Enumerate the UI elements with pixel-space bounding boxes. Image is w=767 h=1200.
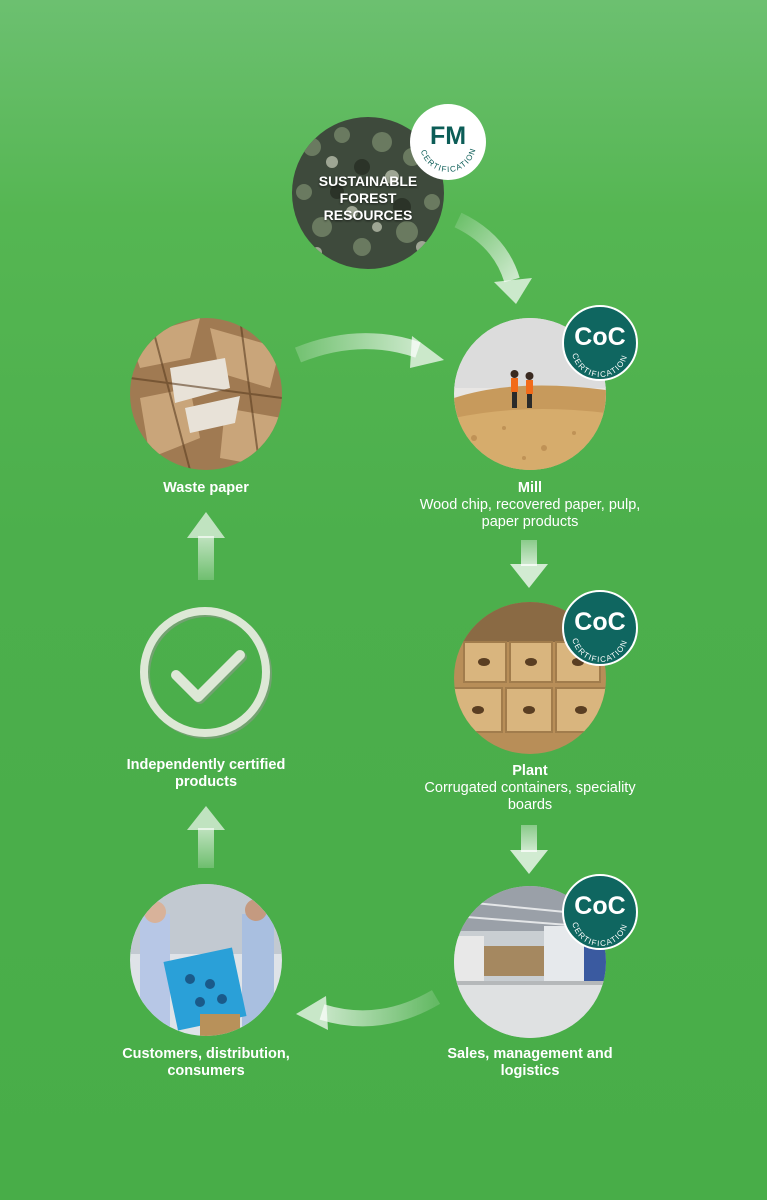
svg-text:CERTIFICATION: CERTIFICATION: [570, 352, 629, 379]
mill-label: Mill Wood chip, recovered paper, pulp, p…: [414, 480, 646, 531]
certified-title: Independently certified products: [126, 757, 286, 790]
mill-title: Mill: [517, 480, 543, 496]
customers-image: [130, 884, 282, 1036]
mill-badge-abbr: CoC: [574, 323, 626, 351]
sales-title: Sales, management and logistics: [447, 1046, 613, 1079]
svg-text:CERTIFICATION: CERTIFICATION: [570, 921, 629, 948]
plant-coc-badge: CoC CERTIFICATION: [562, 590, 638, 666]
customers-title: Customers, distribution, consumers: [122, 1046, 290, 1079]
fm-certification-badge: FM CERTIFICATION: [410, 104, 486, 180]
plant-title: Plant: [512, 763, 548, 779]
mill-subtitle: Wood chip, recovered paper, pulp, paper …: [419, 497, 641, 530]
plant-badge-text: CERTIFICATION: [570, 637, 628, 664]
mill-badge-text: CERTIFICATION: [570, 352, 628, 379]
forest-label: SUSTAINABLE FOREST RESOURCES: [318, 173, 418, 223]
customers-label: Customers, distribution, consumers: [106, 1046, 306, 1080]
arrow-certified-to-waste: [187, 512, 225, 580]
plant-subtitle: Corrugated containers, speciality boards: [424, 780, 636, 813]
sales-coc-badge: CoC CERTIFICATION: [562, 874, 638, 950]
sales-label: Sales, management and logistics: [444, 1046, 616, 1080]
fm-badge-text: CERTIFICATION: [419, 147, 477, 175]
svg-text:CERTIFICATION: CERTIFICATION: [419, 147, 478, 175]
waste-paper-image: [130, 318, 282, 470]
arrow-mill-to-plant: [510, 540, 548, 588]
arrow-waste-to-mill: [295, 333, 444, 368]
waste-paper-label: Waste paper: [130, 480, 282, 497]
arrow-forest-to-mill: [454, 212, 532, 304]
certified-label: Independently certified products: [106, 757, 306, 791]
arrow-sales-to-customers: [296, 990, 441, 1030]
fm-badge-abbr: FM: [429, 122, 467, 150]
check-circle-icon: [140, 607, 272, 739]
plant-badge-abbr: CoC: [574, 608, 626, 636]
mill-coc-badge: CoC CERTIFICATION: [562, 305, 638, 381]
arrow-plant-to-sales: [510, 825, 548, 874]
arrow-customers-to-certified: [187, 806, 225, 868]
svg-text:CERTIFICATION: CERTIFICATION: [570, 637, 629, 664]
sales-badge-text: CERTIFICATION: [570, 921, 628, 948]
plant-label: Plant Corrugated containers, speciality …: [414, 763, 646, 814]
forest-image: [292, 117, 444, 269]
sales-badge-abbr: CoC: [574, 892, 626, 920]
waste-paper-title: Waste paper: [163, 480, 249, 496]
